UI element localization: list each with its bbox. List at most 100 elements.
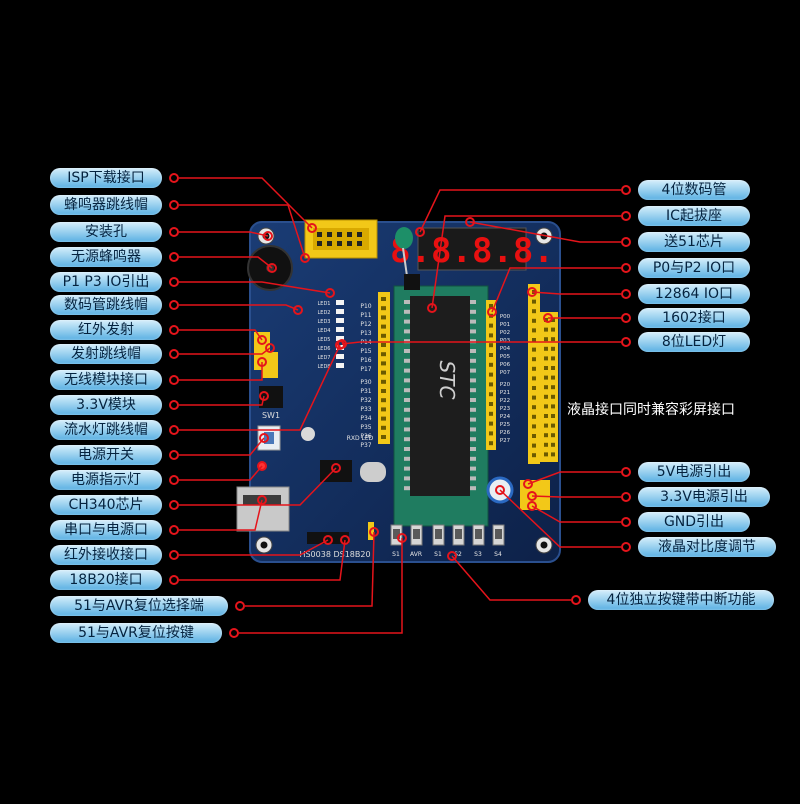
green-capacitor bbox=[395, 227, 413, 249]
callout-left-6: 数码管跳线帽 bbox=[50, 295, 162, 315]
lcd-compat-note: 液晶接口同时兼容彩屏接口 bbox=[567, 402, 735, 418]
target-dot bbox=[267, 263, 277, 273]
leader-line bbox=[179, 437, 265, 456]
header-pin bbox=[532, 318, 536, 323]
pin-label: P17 bbox=[360, 366, 371, 373]
header-pin bbox=[544, 366, 548, 370]
callout-dot bbox=[169, 575, 179, 585]
header-pin bbox=[381, 416, 386, 421]
target-dot bbox=[447, 551, 457, 561]
callout-dot bbox=[169, 173, 179, 183]
leader-line bbox=[527, 471, 621, 485]
header-pin bbox=[532, 386, 536, 390]
chip-pin bbox=[404, 358, 410, 363]
header-pin bbox=[489, 304, 493, 308]
header-pin bbox=[381, 333, 386, 338]
lcd-12864-header bbox=[528, 284, 540, 464]
target-dot bbox=[300, 253, 310, 263]
header-pin bbox=[551, 366, 555, 370]
chip-pin bbox=[404, 300, 410, 304]
callout-left-3: 安装孔 bbox=[50, 222, 162, 242]
callout-left-7: 红外发射 bbox=[50, 320, 162, 340]
led-label: LED2 bbox=[318, 310, 331, 316]
led-label: LED6 bbox=[318, 346, 331, 352]
wifi-header bbox=[262, 352, 278, 378]
header-pin bbox=[381, 361, 386, 366]
chip-pin bbox=[404, 486, 410, 491]
button-label: S1 bbox=[392, 551, 400, 558]
header-pin bbox=[381, 389, 386, 393]
chip-pin bbox=[404, 407, 410, 412]
leader-line bbox=[179, 231, 269, 237]
callout-right-3: 送51芯片 bbox=[638, 232, 750, 252]
header-pin bbox=[489, 333, 493, 338]
callout-dot bbox=[621, 467, 631, 477]
seg-digits: 8.8.8.8. bbox=[390, 231, 554, 271]
target-dot bbox=[415, 227, 425, 237]
header-pin bbox=[532, 395, 536, 400]
callout-dot bbox=[621, 185, 631, 195]
callout-dot bbox=[571, 595, 581, 605]
callout-left-4: 无源蜂鸣器 bbox=[50, 247, 162, 267]
chip-pin bbox=[470, 300, 476, 304]
chip-pin bbox=[470, 358, 476, 363]
target-dot bbox=[259, 433, 269, 443]
pin-label: P07 bbox=[500, 370, 511, 376]
chip-pin bbox=[470, 437, 476, 442]
leader-line bbox=[179, 177, 313, 229]
led-label: LED7 bbox=[318, 355, 331, 361]
pin-label: P01 bbox=[500, 322, 510, 328]
pin-label: P06 bbox=[500, 362, 511, 368]
mcu-chip bbox=[410, 296, 470, 496]
callout-dot bbox=[169, 400, 179, 410]
header-pin bbox=[551, 346, 555, 351]
pin-label: P13 bbox=[360, 330, 371, 337]
target-dot bbox=[495, 485, 505, 495]
callout-dot bbox=[621, 263, 631, 273]
button-label: S1 bbox=[434, 551, 442, 558]
chip-pin bbox=[470, 378, 476, 383]
callout-right-11: 液晶对比度调节 bbox=[638, 537, 776, 557]
callout-dot bbox=[169, 277, 179, 287]
callout-dot bbox=[621, 313, 631, 323]
callout-right-12: 4位独立按键带中断功能 bbox=[588, 590, 774, 610]
callout-dot bbox=[169, 525, 179, 535]
callout-left-15: 串口与电源口 bbox=[50, 520, 162, 540]
target-dot bbox=[527, 287, 537, 297]
leader-line bbox=[491, 267, 621, 313]
led-label: LED5 bbox=[318, 337, 331, 343]
chip-pin bbox=[404, 466, 410, 471]
button-label: AVR bbox=[410, 551, 422, 558]
target-dot bbox=[527, 491, 537, 501]
leader-line bbox=[179, 281, 331, 294]
chip-pin bbox=[470, 427, 476, 432]
pin-label: P32 bbox=[360, 397, 371, 404]
chip-pin bbox=[470, 339, 476, 344]
chip-pin bbox=[404, 417, 410, 422]
header-pin bbox=[532, 338, 536, 342]
header-pin bbox=[532, 414, 536, 419]
header-pin bbox=[381, 407, 386, 412]
target-dot bbox=[257, 335, 267, 345]
pin-label: P27 bbox=[500, 438, 511, 444]
callout-dot bbox=[621, 289, 631, 299]
header-pin bbox=[489, 421, 493, 426]
header-pin bbox=[551, 404, 555, 409]
led-label: LED8 bbox=[318, 364, 331, 370]
leader-line bbox=[179, 256, 273, 269]
header-pin bbox=[551, 375, 555, 380]
pin-label: P04 bbox=[500, 346, 511, 352]
header-pin bbox=[551, 442, 555, 447]
pin-label: P02 bbox=[500, 330, 510, 336]
pin-label: P36 bbox=[360, 433, 371, 440]
target-dot bbox=[259, 391, 269, 401]
chip-pin bbox=[470, 329, 476, 334]
pin-label: P26 bbox=[500, 430, 511, 436]
callout-left-5: P1 P3 IO引出 bbox=[50, 272, 162, 292]
chip-brand: STC bbox=[435, 361, 459, 400]
leader-line bbox=[179, 539, 346, 581]
callout-left-2: 蜂鸣器跳线帽 bbox=[50, 195, 162, 215]
chip-pin bbox=[404, 456, 410, 461]
chip-pin bbox=[470, 309, 476, 314]
